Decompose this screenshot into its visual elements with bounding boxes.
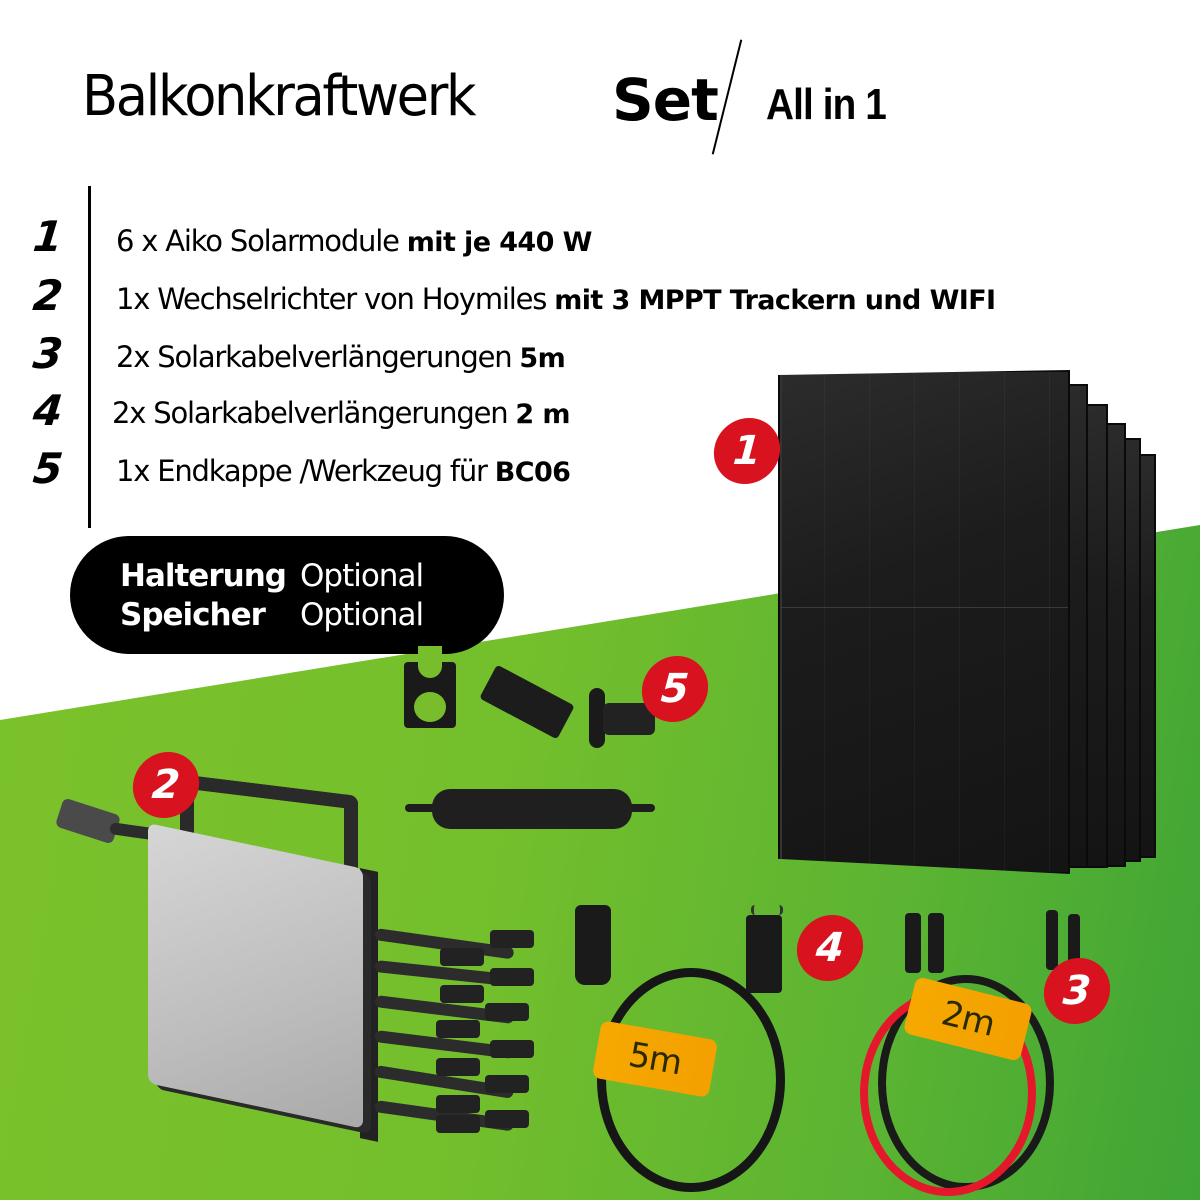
- mc4-connector: [490, 968, 534, 986]
- mc4-male: [1046, 910, 1058, 970]
- item-bold: BC06: [494, 457, 571, 488]
- mc4-connector: [485, 1110, 529, 1128]
- list-item-5: 1x Endkappe /Werkzeug für BC06: [116, 454, 571, 490]
- item-text: 1x Wechselrichter von Hoymiles: [116, 282, 555, 316]
- mc4-female: [928, 913, 944, 973]
- mc4-female: [905, 913, 921, 973]
- item-number-4: 4: [30, 386, 66, 435]
- mc4-connector: [485, 1003, 529, 1021]
- item-bold: 2 m: [515, 399, 570, 430]
- item-number-1: 1: [30, 212, 66, 261]
- option-label: Halterung: [120, 558, 287, 594]
- item-bold: mit je 440 W: [406, 227, 593, 258]
- schuko-plug: [746, 915, 782, 993]
- inverter-body: [148, 823, 363, 1129]
- item-text: 6 x Aiko Solarmodule: [116, 224, 407, 258]
- option-value: Optional: [300, 558, 424, 594]
- item-bold: mit 3 MPPT Trackern und WIFI: [554, 285, 996, 316]
- list-item-4: 2x Solarkabelverlängerungen 2 m: [112, 396, 571, 432]
- cable-loop-black: [597, 968, 785, 1192]
- bc06-cap-flange: [589, 688, 605, 748]
- wieland-connector: [575, 905, 611, 985]
- list-item-2: 1x Wechselrichter von Hoymiles mit 3 MPP…: [116, 282, 996, 318]
- mc4-connector: [436, 1058, 480, 1076]
- option-row-speicher: Speicher Optional: [120, 597, 424, 633]
- title-bold: Set: [612, 66, 719, 134]
- option-row-halterung: Halterung Optional: [120, 558, 424, 594]
- mc4-connector: [436, 1095, 480, 1113]
- item-number-5: 5: [30, 444, 66, 493]
- mc4-connector: [440, 985, 484, 1003]
- title-subtitle: All in 1: [766, 80, 887, 129]
- list-divider-line: [88, 186, 91, 528]
- unlock-tool: [404, 646, 456, 728]
- item-text: 2x Solarkabelverlängerungen: [116, 340, 520, 374]
- page-title: Balkonkraftwerk Set: [82, 64, 719, 134]
- mc4-connector: [436, 1020, 480, 1038]
- title-light: Balkonkraftwerk: [82, 64, 476, 129]
- solar-panel-front: [778, 370, 1070, 874]
- option-value: Optional: [300, 597, 424, 633]
- schuko-pins: [751, 905, 783, 915]
- list-item-3: 2x Solarkabelverlängerungen 5m: [116, 340, 566, 376]
- item-bold: 5m: [519, 343, 566, 374]
- item-number-3: 3: [30, 329, 66, 378]
- badge-1: 1: [711, 418, 783, 484]
- optional-extras-pill: Halterung Optional Speicher Optional: [70, 536, 504, 654]
- item-text: 1x Endkappe /Werkzeug für: [116, 454, 495, 488]
- mc4-connector: [440, 948, 484, 966]
- bc06-connector: [432, 789, 632, 829]
- mc4-connector: [485, 1075, 529, 1093]
- mc4-connector: [436, 1115, 480, 1133]
- list-item-1: 6 x Aiko Solarmodule mit je 440 W: [116, 224, 592, 260]
- item-number-2: 2: [30, 271, 66, 320]
- option-label: Speicher: [120, 597, 266, 633]
- item-text: 2x Solarkabelverlängerungen: [112, 396, 516, 430]
- mc4-connector: [490, 1040, 534, 1058]
- mc4-connector: [490, 930, 534, 948]
